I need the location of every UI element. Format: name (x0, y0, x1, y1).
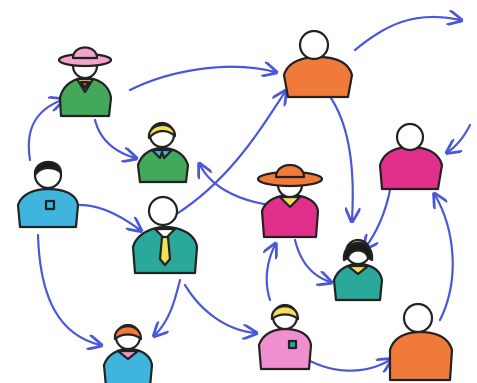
person-dark-bob-teal (332, 238, 384, 302)
person-blonde-green (136, 121, 190, 184)
person-blonde-pink (257, 303, 313, 371)
person-orange-hair-cyan (102, 323, 154, 383)
person-magenta-right (378, 122, 444, 191)
person-orange-bottom-right (388, 302, 454, 382)
connection-arrows (27, 17, 472, 371)
person-cowboy-magenta (256, 163, 324, 239)
person-dark-hair-cyan (16, 160, 80, 229)
person-hat-green (57, 46, 113, 118)
person-tie-teal (131, 195, 199, 275)
person-orange-top (282, 29, 354, 99)
